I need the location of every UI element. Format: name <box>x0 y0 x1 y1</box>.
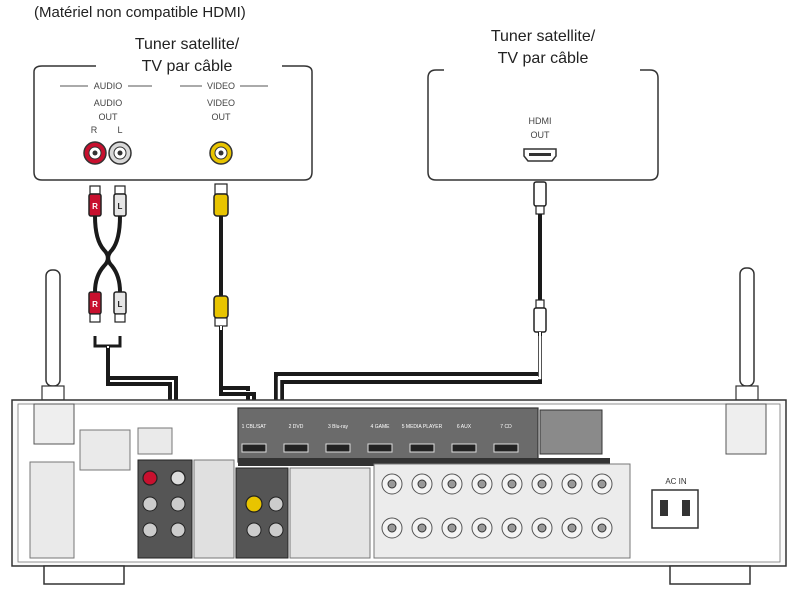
speaker-terminal-core <box>477 523 487 533</box>
svg-text:R: R <box>92 202 98 211</box>
receiver-audio-inputs <box>142 470 186 538</box>
speaker-terminals <box>381 473 613 539</box>
svg-text:L: L <box>118 202 123 211</box>
hdmi-input-label: 4 GAME <box>371 424 391 430</box>
hdmi-input-label: 3 Blu-ray <box>328 424 349 430</box>
hdmi-out-label-line2: OUT <box>531 130 551 140</box>
left-device-title: Tuner satellite/ TV par câble <box>92 34 282 78</box>
left-antenna <box>41 269 65 401</box>
speaker-terminal-core <box>507 523 517 533</box>
speaker-terminal-core <box>447 523 457 533</box>
left-device-box <box>33 65 313 181</box>
video-out-label-line1: VIDEO <box>207 98 235 108</box>
hdmi-input-port <box>241 443 267 453</box>
speaker-terminal-core <box>597 523 607 533</box>
non-hdmi-note: (Matériel non compatible HDMI) <box>34 4 246 21</box>
hdmi-input-port <box>367 443 393 453</box>
hdmi-input-label: 7 CD <box>500 424 512 430</box>
speaker-terminal-core <box>417 523 427 533</box>
audio-out-label-line2: OUT <box>99 112 119 122</box>
hdmi-input-label: 2 DVD <box>289 424 304 430</box>
av-receiver <box>11 399 787 585</box>
right-device-title-line2: TV par câble <box>497 50 589 67</box>
speaker-terminal-core <box>477 479 487 489</box>
audio-r-jack <box>83 141 107 165</box>
hdmi-input-port <box>325 443 351 453</box>
hdmi-input-ports: 1 CBL/SAT 2 DVD 3 Blu-ray 4 GAME 5 MEDIA PLA… <box>241 424 519 453</box>
speaker-terminal-core <box>567 523 577 533</box>
receiver-video-input <box>245 495 284 538</box>
svg-text:L: L <box>118 300 123 309</box>
audio-group-label: AUDIO <box>94 81 123 91</box>
hdmi-input-label: 5 MEDIA PLAYER <box>402 424 443 430</box>
hdmi-input-port <box>409 443 435 453</box>
audio-out-label-line1: AUDIO <box>94 98 123 108</box>
right-device-title: Tuner satellite/ TV par câble <box>438 26 648 70</box>
hdmi-input-port <box>493 443 519 453</box>
video-out-jack <box>209 141 233 165</box>
right-antenna <box>735 267 759 401</box>
right-device-box <box>427 69 659 181</box>
hdmi-input-port <box>283 443 309 453</box>
right-device-title-line1: Tuner satellite/ <box>490 28 596 45</box>
speaker-terminal-core <box>597 479 607 489</box>
speaker-terminal-core <box>387 523 397 533</box>
hdmi-out-port <box>523 148 557 162</box>
hdmi-input-port <box>451 443 477 453</box>
speaker-terminal-core <box>447 479 457 489</box>
speaker-terminal-core <box>417 479 427 489</box>
hdmi-input-label: 1 CBL/SAT <box>242 424 267 430</box>
hdmi-input-label: 6 AUX <box>457 424 472 430</box>
channel-l-label: L <box>117 125 122 135</box>
video-group-label: VIDEO <box>207 81 235 91</box>
channel-r-label: R <box>91 125 98 135</box>
speaker-terminal-core <box>537 479 547 489</box>
svg-text:R: R <box>92 300 98 309</box>
ac-in-label: AC IN <box>665 477 687 486</box>
audio-l-jack <box>108 141 132 165</box>
speaker-terminal-core <box>387 479 397 489</box>
speaker-terminal-core <box>507 479 517 489</box>
left-device-title-line1: Tuner satellite/ <box>134 36 240 53</box>
video-out-label-line2: OUT <box>212 112 232 122</box>
speaker-terminal-core <box>567 479 577 489</box>
speaker-terminal-core <box>537 523 547 533</box>
hdmi-out-label-line1: HDMI <box>529 116 552 126</box>
left-device-title-line2: TV par câble <box>141 58 233 75</box>
